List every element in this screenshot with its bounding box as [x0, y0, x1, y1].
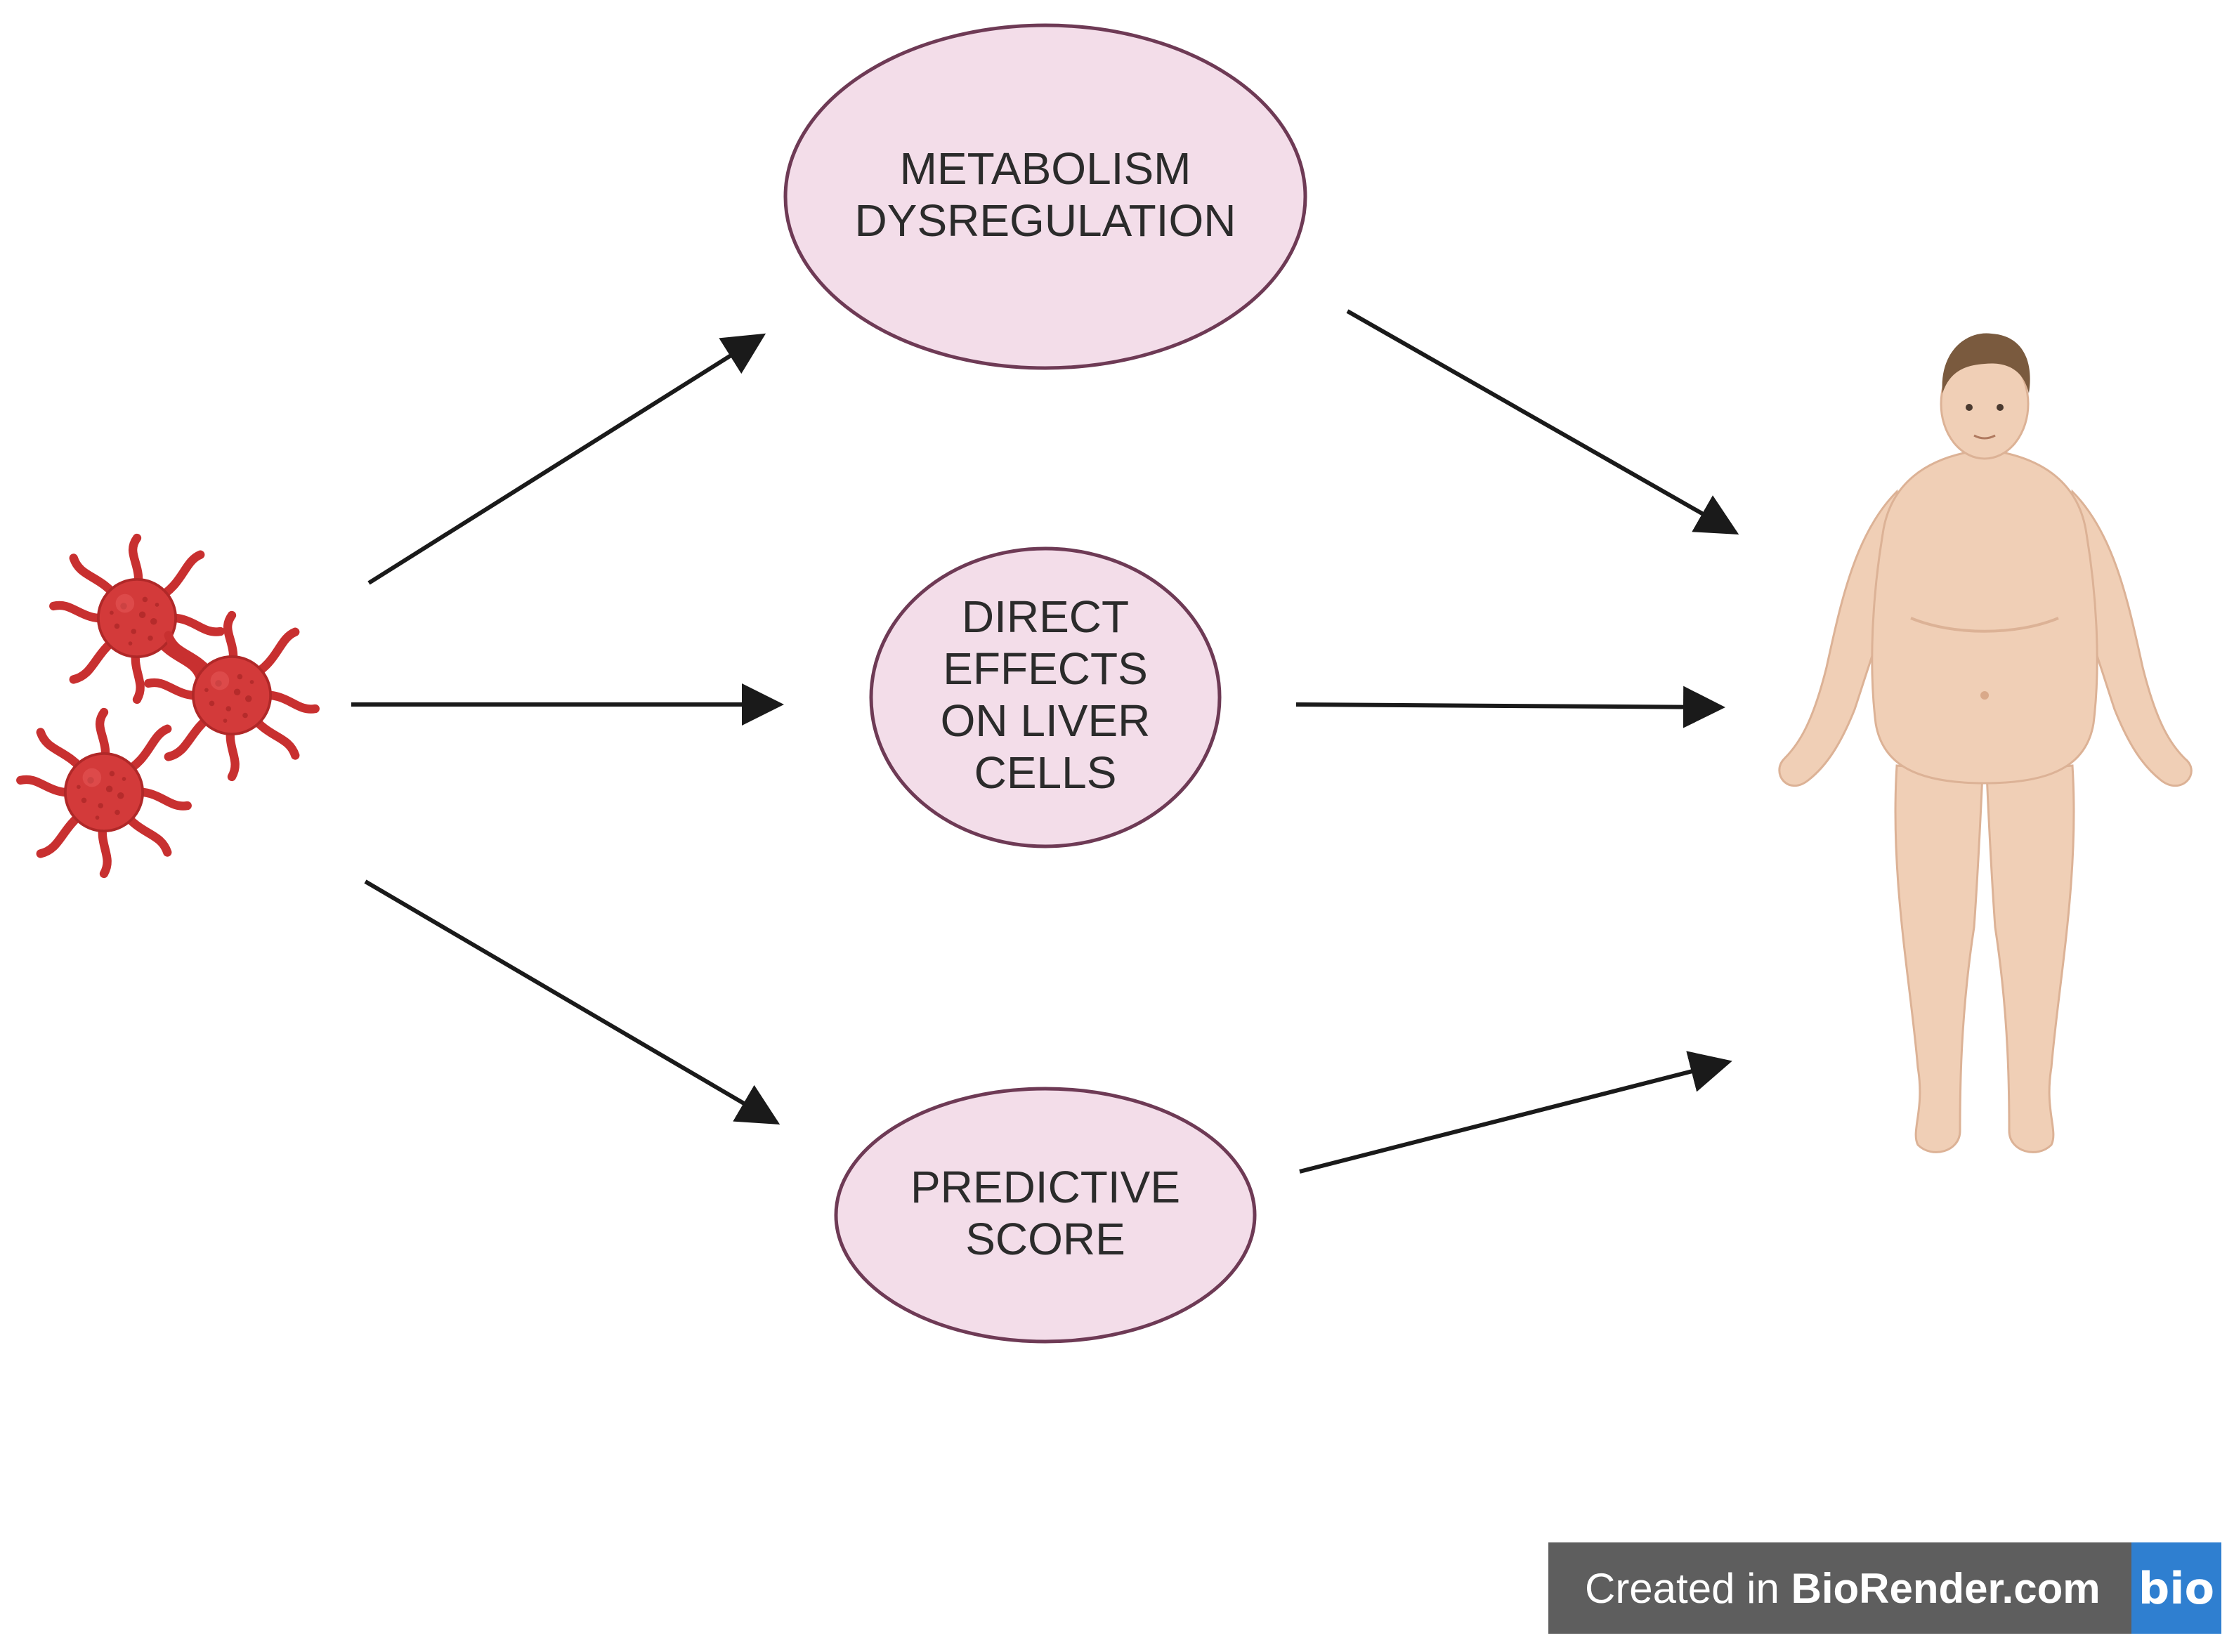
- node-label-line: DYSREGULATION: [855, 195, 1236, 246]
- bacteria-cluster-icon: [20, 538, 315, 874]
- node-direct-effects-liver: DIRECT EFFECTS ON LIVER CELLS: [869, 546, 1222, 848]
- biorender-logo-icon: bio: [2131, 1542, 2221, 1634]
- biorender-credit-badge: Created in BioRender.com bio: [1548, 1542, 2221, 1634]
- node-label-line: ON LIVER: [941, 695, 1151, 746]
- obese-human-figure-icon: [1778, 333, 2193, 1153]
- node-label-line: EFFECTS: [943, 643, 1148, 694]
- arrow-bacteria-to-predictive: [364, 879, 780, 1125]
- arrow-liver-to-human: [1295, 686, 1725, 728]
- credit-brand: BioRender.com: [1791, 1564, 2101, 1612]
- node-predictive-score: PREDICTIVE SCORE: [834, 1087, 1257, 1344]
- node-label-line: CELLS: [974, 747, 1117, 798]
- arrow-metabolism-to-human: [1346, 309, 1739, 535]
- arrow-bacteria-to-metabolism: [367, 333, 766, 585]
- node-label-line: PREDICTIVE: [910, 1162, 1180, 1212]
- node-metabolism-dysregulation: METABOLISM DYSREGULATION: [783, 23, 1307, 370]
- node-label-line: METABOLISM: [900, 143, 1191, 194]
- node-label-line: DIRECT: [962, 591, 1129, 642]
- arrow-predictive-to-human: [1299, 1051, 1732, 1174]
- credit-prefix: Created in: [1585, 1564, 1791, 1612]
- credit-text: Created in BioRender.com: [1548, 1564, 2131, 1613]
- node-label-line: SCORE: [965, 1214, 1125, 1264]
